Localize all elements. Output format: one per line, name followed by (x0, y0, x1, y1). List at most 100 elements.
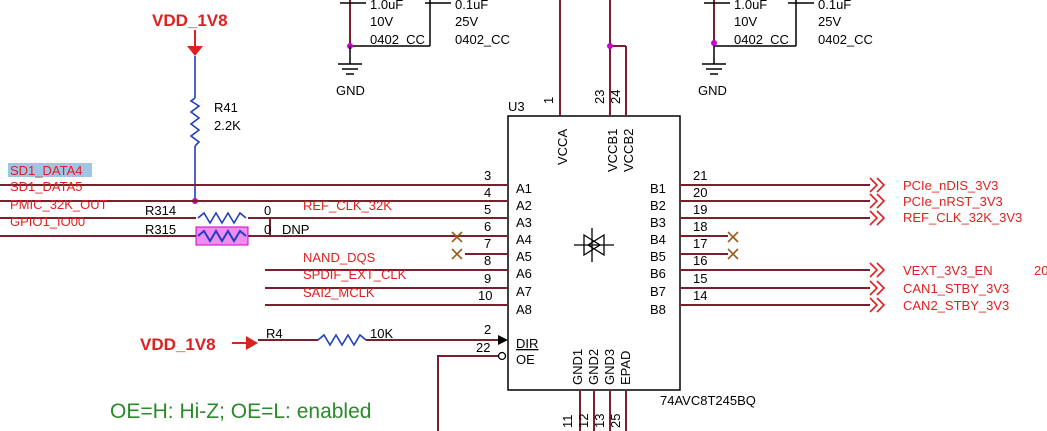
dir-pin-arrow-icon (498, 335, 508, 345)
cap-right-2-volt: 25V (818, 14, 841, 29)
left-wires: R314 R315 0 0 DNP SD1_DATA4 SD1_DATA5 PM… (0, 163, 508, 306)
pin-8-num: 8 (484, 253, 491, 268)
net-gpio1-io00: GPIO1_IO00 (10, 214, 85, 229)
offpage-b2-icon (869, 193, 886, 209)
r4-value: 10K (370, 326, 393, 341)
pin-b8-name: B8 (650, 302, 666, 317)
pin-22-num: 22 (476, 340, 490, 355)
net-sai2-mclk: SAI2_MCLK (303, 285, 375, 300)
offpage-b6-icon (869, 262, 886, 278)
r41-ref: R41 (214, 100, 238, 115)
cap-right-1-pkg: 0402_CC (734, 32, 789, 47)
cap-left-1-value: 1.0uF (370, 0, 403, 12)
net-ref-clk-32k-3v3: REF_CLK_32K_3V3 (903, 210, 1022, 225)
pin-vccb2-name: VCCB2 (621, 129, 636, 172)
pin-a8-name: A8 (516, 302, 532, 317)
pin-25-num: 25 (608, 414, 623, 428)
pin-23-num: 23 (592, 90, 607, 104)
pin-20-num: 20 (693, 185, 707, 200)
nc-a5-icon (451, 248, 463, 260)
r315-ref: R315 (145, 222, 176, 237)
oe-note: OE=H: Hi-Z; OE=L: enabled (110, 400, 371, 423)
r41-value: 2.2K (214, 118, 241, 133)
pin-gnd1-name: GND1 (570, 349, 585, 385)
pin-a5-name: A5 (516, 249, 532, 264)
pin-a7-name: A7 (516, 284, 532, 299)
nc-a4-icon (451, 231, 463, 243)
pin-6-num: 6 (484, 219, 491, 234)
r315-resistor-icon (197, 229, 247, 243)
cap-right-1-volt: 10V (734, 14, 757, 29)
offpage-b8-icon (869, 297, 886, 313)
r41-resistor-icon (189, 97, 201, 147)
pin-3-num: 3 (484, 168, 491, 183)
vdd-top-label: VDD_1V8 (152, 11, 228, 30)
net-pmic-32k-out: PMIC_32K_OUT (10, 197, 108, 212)
net-can2-stby-3v3: CAN2_STBY_3V3 (903, 298, 1009, 313)
gnd-left-label: GND (336, 83, 365, 98)
pin-12-num: 12 (576, 414, 591, 428)
vdd-dir-label: VDD_1V8 (140, 335, 216, 354)
pin-b5-name: B5 (650, 249, 666, 264)
nc-b4-icon (727, 231, 739, 243)
pin-11-num: 11 (560, 415, 575, 429)
pin-10-num: 10 (478, 288, 492, 303)
net-sd1-data5: SD1_DATA5 (10, 179, 83, 194)
r314-value: 0 (264, 203, 271, 218)
pin-a3-name: A3 (516, 215, 532, 230)
right-edge-text: 20 (1034, 263, 1047, 278)
pin-17-num: 17 (693, 236, 707, 251)
r315-value: 0 (264, 222, 271, 237)
dir-circuit: VDD_1V8 R4 10K (140, 326, 508, 431)
offpage-b3-icon (869, 210, 886, 226)
ic-u3-ref: U3 (508, 99, 525, 114)
vdd-top-arrow-icon (187, 46, 203, 56)
pin-13-num: 13 (592, 414, 607, 428)
net-ref-clk-32k: REF_CLK_32K (303, 198, 392, 213)
r314-gap (196, 213, 248, 223)
pin-4-num: 4 (484, 185, 491, 200)
ic-u3-part: 74AVC8T245BQ (660, 393, 756, 408)
net-sd1-data4-highlight (8, 163, 92, 177)
pin-b2-name: B2 (650, 198, 666, 213)
pin-2-num: 2 (484, 322, 491, 337)
pin-b6-name: B6 (650, 266, 666, 281)
pin-oe-name: OE (516, 352, 535, 367)
pin-dir-name: DIR (516, 336, 538, 351)
vdd-top-group: VDD_1V8 R41 2.2K (152, 11, 241, 204)
oe-wire (437, 355, 498, 431)
r315-dnp: DNP (282, 222, 309, 237)
pin-5-num: 5 (484, 202, 491, 217)
r4-resistor-icon (317, 333, 367, 347)
pin-gnd2-name: GND2 (586, 349, 601, 385)
caps-right-group: 1.0uF 0.1uF 10V 25V 0402_CC 0402_CC GND (698, 0, 873, 98)
pin-gnd3-name: GND3 (602, 349, 617, 385)
vdd-dir-arrow-icon (246, 336, 258, 350)
pin-b3-name: B3 (650, 215, 666, 230)
cap-left-2-value: 0.1uF (455, 0, 488, 12)
net-vext-3v3-en: VEXT_3V3_EN (903, 263, 993, 278)
offpage-b1-icon (869, 177, 886, 193)
net-pcie-nrst-3v3: PCIe_nRST_3V3 (903, 194, 1003, 209)
pin-a4-name: A4 (516, 232, 532, 247)
pin-a1-name: A1 (516, 181, 532, 196)
r314-resistor-icon (197, 211, 247, 225)
pin-24-num: 24 (608, 90, 623, 104)
pin-vccb1-name: VCCB1 (605, 129, 620, 172)
net-sd1-data4: SD1_DATA4 (10, 163, 83, 178)
pin-vcca-name: VCCA (555, 129, 570, 165)
pin-a6-name: A6 (516, 266, 532, 281)
net-spdif-ext-clk: SPDIF_EXT_CLK (303, 267, 407, 282)
cap-right-2-value: 0.1uF (818, 0, 851, 12)
pin-9-num: 9 (484, 271, 491, 286)
nc-b5-icon (727, 248, 739, 260)
cap-right-1-value: 1.0uF (734, 0, 767, 12)
r4-ref: R4 (266, 326, 283, 341)
offpage-b7-icon (869, 280, 886, 296)
pin-19-num: 19 (693, 202, 707, 217)
pin-16-num: 16 (693, 253, 707, 268)
r314-ref: R314 (145, 203, 176, 218)
pin-21-num: 21 (693, 168, 707, 183)
cap-left-2-volt: 25V (455, 14, 478, 29)
